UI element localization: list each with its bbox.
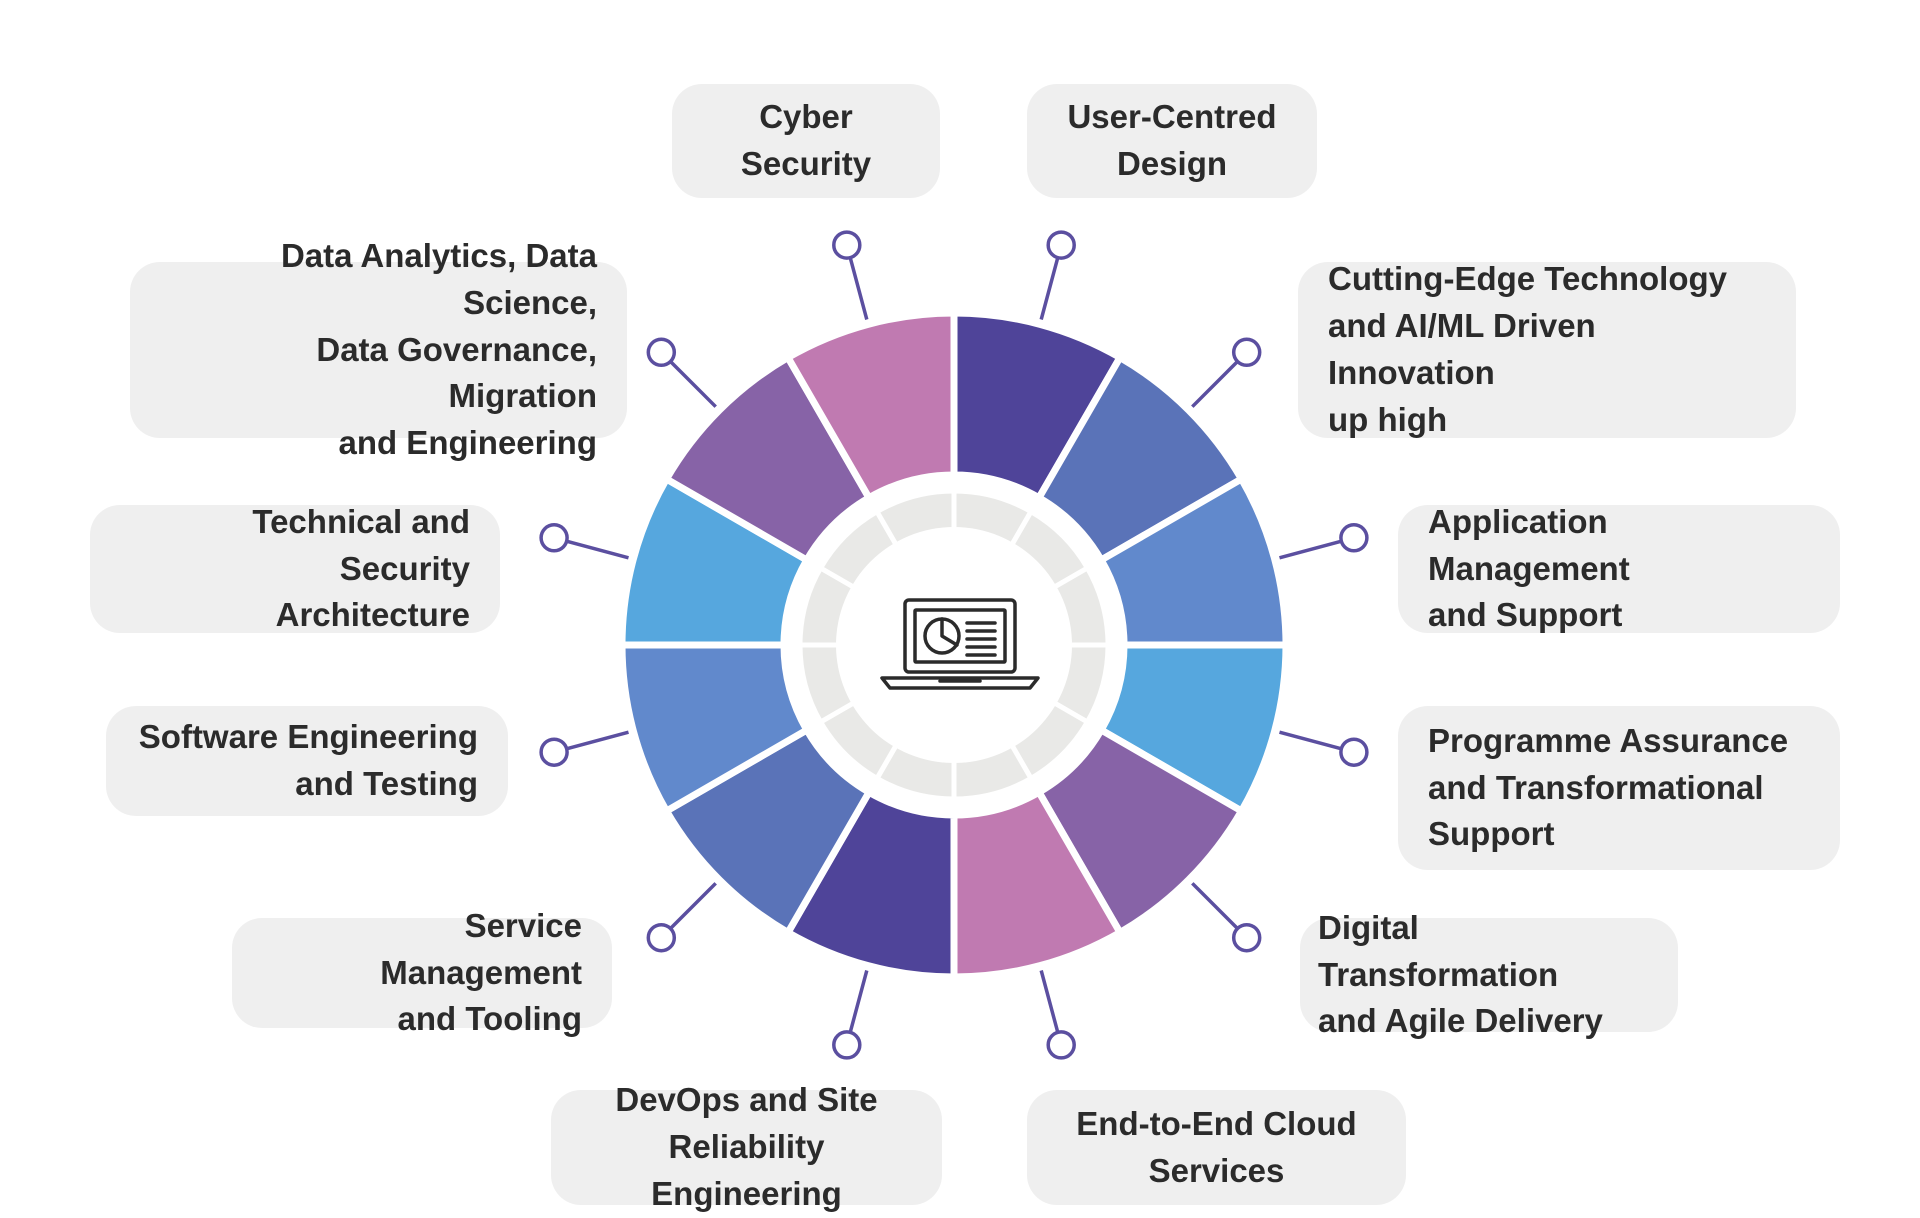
- connector-line: [1279, 730, 1344, 751]
- service-label-cutting-edge-technology: Cutting-Edge Technology and AI/ML Driven…: [1298, 260, 1796, 438]
- connector-dot: [1231, 922, 1262, 953]
- connector-data-analytics: [646, 337, 717, 408]
- connector-dot: [1339, 737, 1369, 767]
- wheel-segments: [618, 309, 1290, 981]
- service-label-technical-security-architecture: Technical and Security Architecture: [90, 503, 500, 633]
- connector-dot: [832, 230, 862, 260]
- service-label-end-to-end-cloud: End-to-End Cloud Services: [1027, 1090, 1406, 1205]
- connector-line: [667, 882, 717, 932]
- connector-technical-security-architecture: [539, 523, 629, 560]
- connector-cutting-edge-technology: [1191, 337, 1262, 408]
- connector-line: [848, 970, 869, 1035]
- connector-application-management: [1279, 523, 1369, 560]
- connector-dot: [1231, 337, 1262, 368]
- service-label-user-centred-design: User-Centred Design: [1027, 84, 1317, 198]
- connector-dot: [539, 737, 569, 767]
- service-label-text: Data Analytics, Data Science, Data Gover…: [280, 236, 597, 462]
- service-label-application-management: Application Management and Support: [1398, 503, 1840, 633]
- connector-dot: [832, 1030, 862, 1060]
- connector-dot: [1339, 523, 1369, 553]
- connector-dot: [646, 337, 677, 368]
- laptop-chart-icon: [880, 598, 1040, 690]
- connector-user-centred-design: [1039, 230, 1076, 320]
- service-label-cyber-security: Cyber Security: [672, 84, 940, 198]
- wheel-segment-cyber-security: [783, 309, 958, 503]
- service-label-service-management: Service Management and Tooling: [232, 907, 612, 1037]
- connector-cyber-security: [832, 230, 869, 320]
- service-label-text: Cutting-Edge Technology and AI/ML Driven…: [1328, 260, 1728, 438]
- service-label-text: Software Engineering and Testing: [138, 718, 478, 802]
- connector-line: [564, 730, 629, 751]
- connector-line: [1191, 882, 1241, 932]
- service-label-text: Service Management and Tooling: [380, 906, 582, 1038]
- service-label-text: User-Centred Design: [1067, 98, 1277, 182]
- connector-dot: [1046, 1030, 1076, 1060]
- service-label-text: Programme Assurance and Transformational…: [1428, 721, 1789, 853]
- service-label-data-analytics: Data Analytics, Data Science, Data Gover…: [130, 237, 627, 461]
- connector-dot: [1046, 230, 1076, 260]
- connector-dot: [539, 523, 569, 553]
- connector-line: [848, 255, 869, 320]
- service-label-text: Application Management and Support: [1428, 502, 1630, 634]
- connector-line: [1039, 970, 1060, 1035]
- connector-line: [564, 539, 629, 560]
- service-label-programme-assurance: Programme Assurance and Transformational…: [1398, 706, 1840, 870]
- service-label-text: Cyber Security: [740, 98, 872, 182]
- connector-programme-assurance: [1279, 730, 1369, 767]
- connector-service-management: [646, 882, 717, 953]
- service-label-text: Technical and Security Architecture: [252, 502, 470, 634]
- connector-line: [667, 358, 717, 408]
- service-label-text: Digital Transformation and Agile Deliver…: [1318, 908, 1603, 1040]
- service-label-text: DevOps and Site Reliability Engineering: [615, 1081, 878, 1212]
- connector-digital-transformation: [1191, 882, 1262, 953]
- connector-line: [1279, 539, 1344, 560]
- connector-end-to-end-cloud: [1039, 970, 1076, 1060]
- connector-line: [1039, 255, 1060, 320]
- connector-dot: [646, 922, 677, 953]
- connector-software-engineering: [539, 730, 629, 767]
- connector-devops-sre: [832, 970, 869, 1060]
- service-label-software-engineering: Software Engineering and Testing: [106, 706, 508, 816]
- connectors: [539, 230, 1369, 1060]
- service-label-text: End-to-End Cloud Services: [1076, 1104, 1357, 1189]
- service-label-devops-sre: DevOps and Site Reliability Engineering: [551, 1081, 942, 1212]
- service-label-digital-transformation: Digital Transformation and Agile Deliver…: [1300, 909, 1678, 1039]
- connector-line: [1191, 358, 1241, 408]
